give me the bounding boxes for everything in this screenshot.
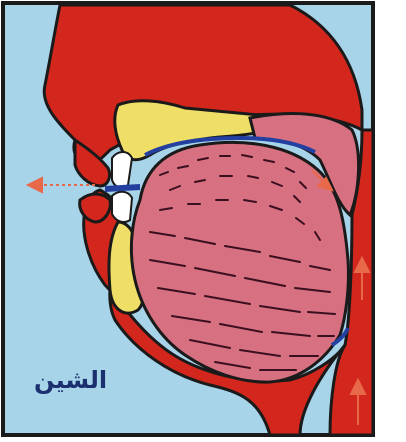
sound-label: الشين bbox=[34, 366, 107, 394]
lower-teeth bbox=[112, 192, 132, 222]
lower-lip bbox=[80, 194, 111, 222]
upper-teeth bbox=[112, 152, 132, 188]
right-margin bbox=[375, 0, 406, 442]
